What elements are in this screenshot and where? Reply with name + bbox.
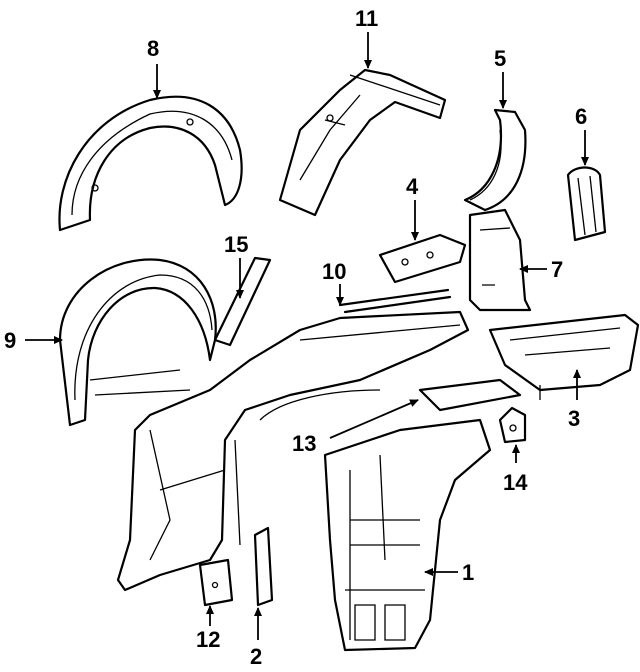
callout-12: 12 (196, 605, 220, 652)
callout-label-14: 14 (503, 470, 528, 495)
callout-label-8: 8 (147, 36, 159, 61)
callout-label-12: 12 (196, 627, 220, 652)
callout-7: 7 (519, 257, 563, 282)
part-15-strip (213, 256, 272, 347)
callout-label-5: 5 (494, 46, 506, 71)
quarter-panel (116, 310, 470, 592)
part-14-bracket (498, 406, 527, 444)
callout-label-7: 7 (551, 257, 563, 282)
callout-10: 10 (322, 259, 346, 306)
callout-3: 3 (568, 369, 581, 431)
part-13-sill-strip (418, 378, 522, 412)
part-1-inner-panel (323, 418, 492, 652)
callout-label-3: 3 (568, 406, 580, 431)
callout-label-6: 6 (575, 104, 587, 129)
callout-8: 8 (147, 36, 161, 99)
callout-label-15: 15 (224, 232, 248, 257)
callout-13: 13 (292, 399, 419, 456)
callout-label-11: 11 (355, 6, 378, 31)
callout-2: 2 (250, 607, 262, 669)
part-3-tray (488, 313, 640, 400)
callout-1: 1 (424, 560, 474, 585)
part-12-plate (198, 558, 234, 607)
callout-label-10: 10 (322, 259, 346, 284)
callout-4: 4 (406, 174, 419, 241)
part-8-wheelhouse-liner (58, 95, 243, 232)
part-6-channel (566, 166, 607, 242)
callout-label-4: 4 (406, 174, 419, 199)
part-7-panel (468, 208, 532, 312)
callout-label-13: 13 (292, 431, 316, 456)
part-10-rod (338, 288, 452, 314)
callout-15: 15 (224, 232, 248, 299)
callout-label-2: 2 (250, 644, 262, 669)
callout-5: 5 (494, 46, 507, 109)
callout-9: 9 (4, 328, 63, 353)
part-5-curved-bracket (463, 108, 527, 212)
part-4-plate (378, 233, 467, 284)
part-11-upper-bracket (278, 68, 447, 217)
callout-14: 14 (503, 444, 528, 495)
callout-6: 6 (575, 104, 589, 166)
part-2-strip (253, 526, 274, 607)
callout-label-1: 1 (462, 560, 474, 585)
callout-label-9: 9 (4, 328, 16, 353)
callout-11: 11 (355, 6, 378, 69)
part-9-inner-wheelhouse (58, 258, 217, 427)
